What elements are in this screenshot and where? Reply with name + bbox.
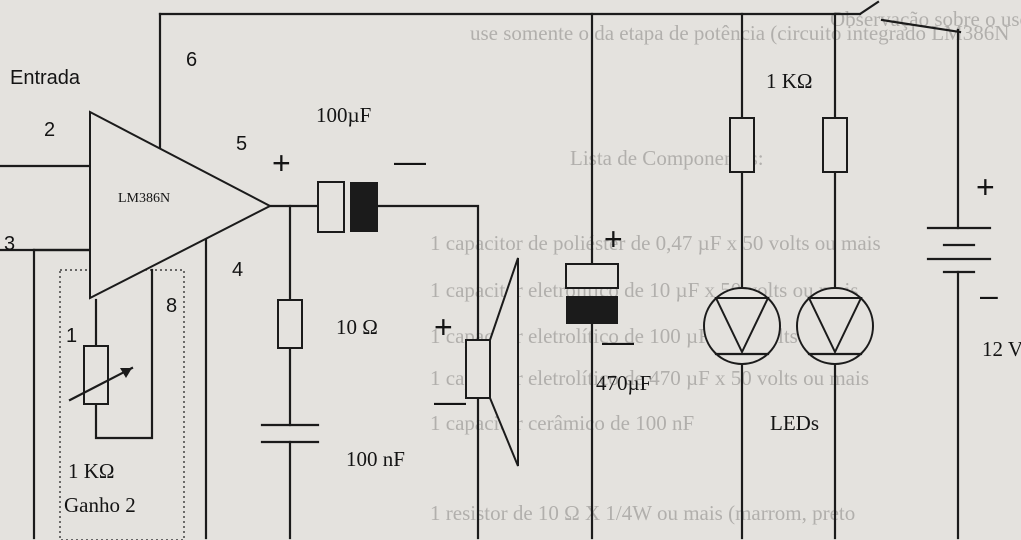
bg-text-line-2b: use somente o da etapa de potência (circ… <box>470 21 1009 45</box>
cap-470uf <box>565 263 619 324</box>
switch-lead <box>880 18 962 34</box>
bg-text-line-4: 1 capacitor de poliéster de 0,47 µF x 50… <box>430 231 881 255</box>
led-resistor-label: 1 KΩ <box>766 69 813 93</box>
speaker-minus: — <box>434 383 466 419</box>
cap-470uf-minus: — <box>602 323 634 359</box>
bg-text-line-5: 1 capacitor eletrolítico de 10 µF x 50 v… <box>430 278 859 302</box>
speaker-plus: + <box>434 309 453 345</box>
pot-arrow-head <box>120 368 132 378</box>
cap-100uf-label: 100µF <box>316 103 371 127</box>
speaker <box>465 257 519 467</box>
cap-100uf-plate-negative <box>350 182 378 232</box>
cap-470uf-plate-negative <box>566 296 618 324</box>
pin-1-label: 1 <box>66 325 77 347</box>
speaker-magnet <box>465 339 491 399</box>
resistor-led1 <box>729 117 755 173</box>
speaker-cone <box>489 257 519 467</box>
cap-470uf-plus: + <box>604 221 623 257</box>
bg-text-line-9: 1 resistor de 10 Ω X 1/4W ou mais (marro… <box>430 501 855 525</box>
cap-470uf-label: 470µF <box>596 371 651 395</box>
cap-100nf <box>260 423 320 444</box>
cap-470uf-plate-positive <box>565 263 619 289</box>
wires <box>0 0 962 540</box>
speaker-wire-top <box>358 204 480 342</box>
power-switch <box>858 0 880 16</box>
battery-label: 12 V <box>982 337 1021 361</box>
pin-6-label: 6 <box>186 49 197 71</box>
pot-label: 1 KΩ <box>68 459 115 483</box>
gain-label: Ganho 2 <box>64 493 136 517</box>
cap-100uf-plus: + <box>272 145 291 181</box>
pot-body <box>83 345 109 405</box>
pot-wire-loop <box>94 268 154 440</box>
battery-minus: – <box>980 277 998 313</box>
battery-12v <box>926 226 992 274</box>
lm386-amplifier: LM386N <box>89 110 273 300</box>
cap-100uf-minus: — <box>394 143 426 179</box>
resistor-10-ohm <box>277 299 303 349</box>
pin-8-label: 8 <box>166 295 177 317</box>
battery-plus: + <box>976 169 995 205</box>
potentiometer-1k <box>68 345 134 405</box>
leds-label: LEDs <box>770 411 819 435</box>
amp-triangle <box>89 110 273 300</box>
cap-100nf-label: 100 nF <box>346 447 405 471</box>
pin-3-label: 3 <box>4 233 15 255</box>
bg-text-line-8: 1 capacitor cerâmico de 100 nF <box>430 411 694 435</box>
pin-2-label: 2 <box>44 119 55 141</box>
led1-triangle <box>714 297 770 355</box>
pin-5-label: 5 <box>236 133 247 155</box>
led-2 <box>796 287 874 365</box>
pin-4-label: 4 <box>232 259 243 281</box>
amp-label: LM386N <box>118 191 170 206</box>
pot-arrow-shaft <box>68 366 134 402</box>
led-1 <box>703 287 781 365</box>
resistor-led2 <box>822 117 848 173</box>
led2-triangle <box>807 297 863 355</box>
cap-100uf-plate-positive <box>317 181 345 233</box>
input-label: Entrada <box>10 67 81 89</box>
cap-100uf <box>317 181 378 233</box>
resistor-10-label: 10 Ω <box>336 315 378 339</box>
